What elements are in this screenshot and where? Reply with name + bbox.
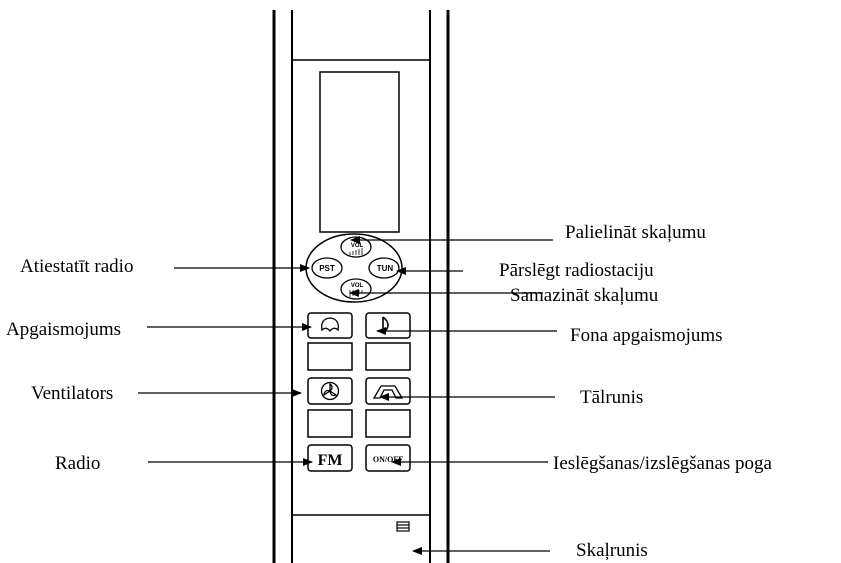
label-power: Ieslēgšanas/izslēgšanas poga [553,453,773,474]
pst-button[interactable]: PST [311,257,343,279]
blank-button-1[interactable] [307,342,353,371]
vol-down-button[interactable]: VOL [340,278,372,300]
tun-button[interactable]: TUN [368,257,400,279]
label-reset-radio: Atiestatīt radio [20,256,133,277]
label-radio: Radio [55,453,100,474]
power-button[interactable]: ON/OFF [365,444,411,472]
callout-lines-left [138,264,313,466]
blank-button-2[interactable] [365,342,411,371]
svg-text:TUN: TUN [377,264,394,273]
callout-lines-right [349,236,557,555]
remote-body [272,10,450,563]
label-volume-down: Samazināt skaļumu [510,285,659,306]
label-speaker: Skaļrunis [576,540,648,561]
display-screen [319,71,400,233]
label-volume-up: Palielināt skaļumu [565,222,706,243]
label-backlight: Fona apgaismojums [570,325,723,346]
svg-text:PST: PST [319,264,335,273]
svg-text:FM: FM [318,452,343,469]
label-fan: Ventilators [31,383,113,404]
lighting-button[interactable] [307,312,353,339]
blank-button-4[interactable] [365,409,411,438]
speakerphone-button[interactable] [365,377,411,405]
fan-button[interactable] [307,377,353,405]
svg-text:VOL: VOL [351,283,364,289]
label-lighting: Apgaismojums [6,319,121,340]
svg-text:ON/OFF: ON/OFF [373,455,403,464]
blank-button-3[interactable] [307,409,353,438]
fm-button[interactable]: FM [307,444,353,472]
backlight-button[interactable] [365,312,411,339]
speaker-grille-icon [396,521,410,532]
fan-icon [320,381,340,401]
label-next-station: Pārslēgt radiostaciju [499,260,654,281]
dome-light-icon [321,317,339,333]
label-speakerphone: Tālrunis [580,387,643,408]
svg-text:VOL: VOL [351,243,364,249]
